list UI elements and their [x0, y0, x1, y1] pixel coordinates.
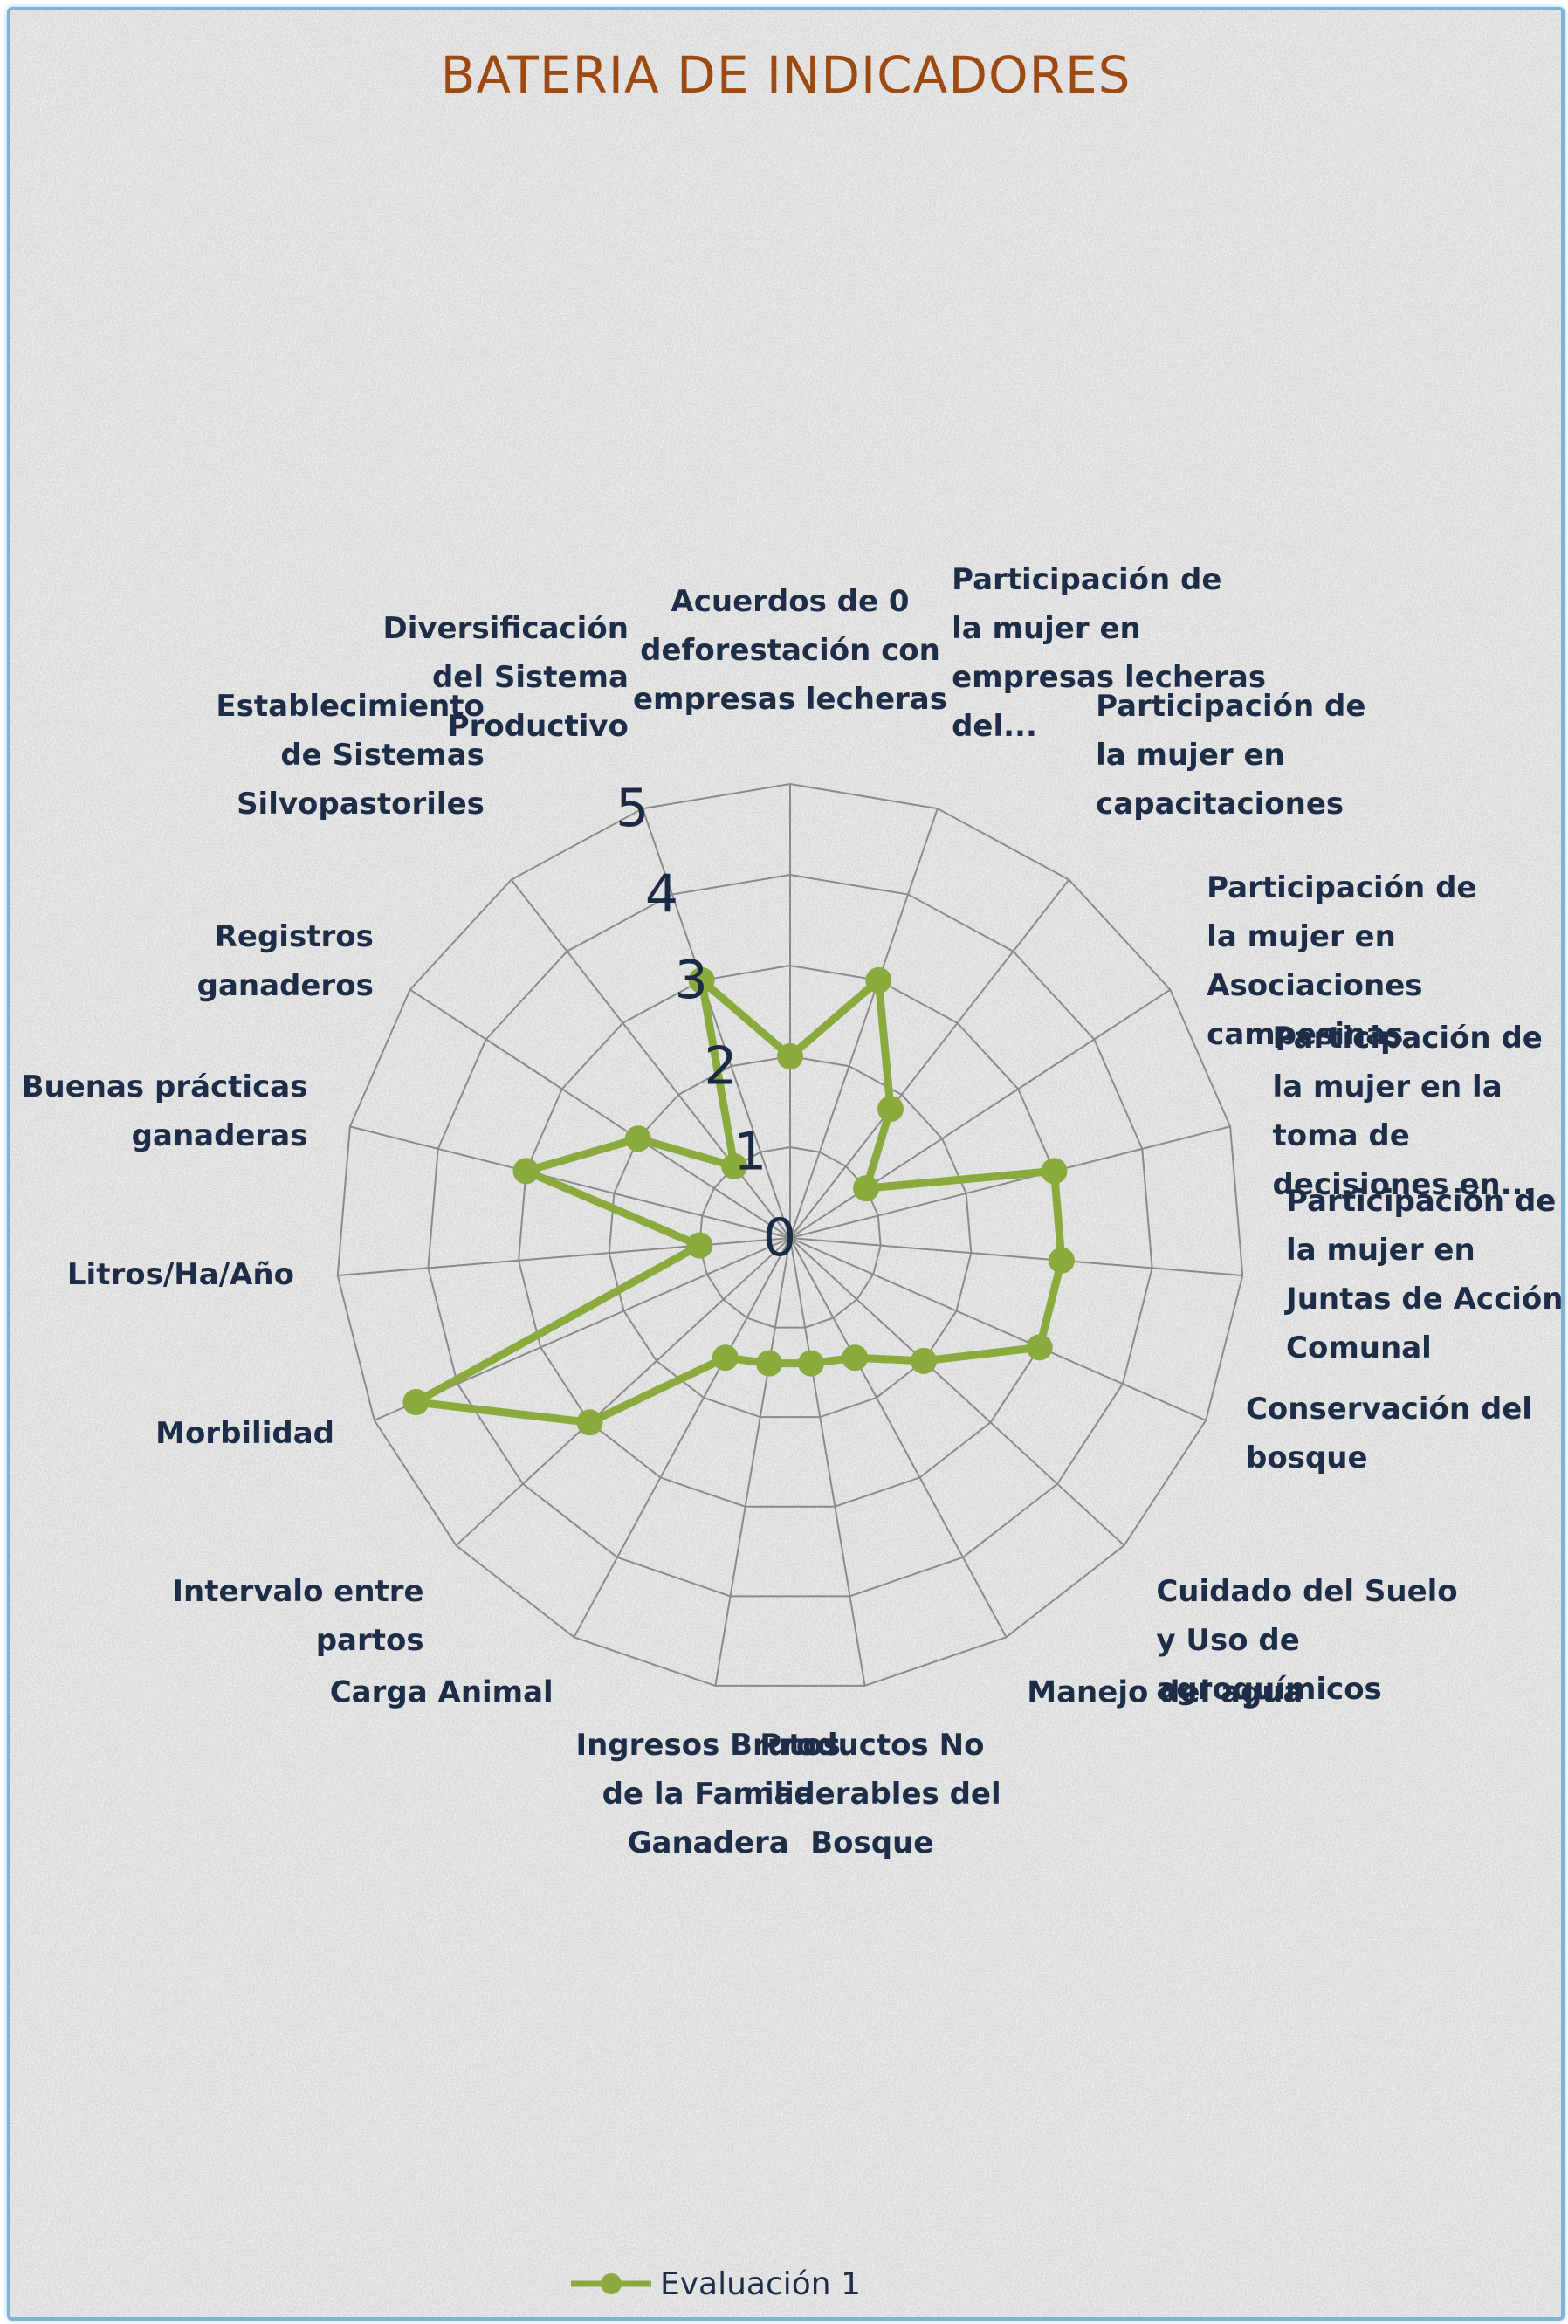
tick-label: 4 — [645, 864, 678, 925]
axis-spoke — [409, 988, 791, 1239]
axis-spoke — [789, 1237, 1008, 1638]
axis-label: Litros/Ha/Año — [67, 1257, 294, 1292]
data-point — [576, 1409, 603, 1436]
data-point — [712, 1344, 739, 1372]
legend-label: Evaluación 1 — [660, 2266, 861, 2302]
axis-spoke — [789, 1125, 1231, 1239]
data-point — [777, 1043, 803, 1069]
tick-label: 0 — [763, 1207, 796, 1269]
data-point — [686, 1232, 713, 1259]
axis-spoke — [789, 1237, 1207, 1421]
axis-spoke — [789, 808, 939, 1239]
axis-spoke — [789, 1237, 866, 1687]
data-point — [911, 1347, 938, 1374]
axis-spoke — [642, 808, 791, 1239]
tick-label: 1 — [733, 1122, 767, 1183]
axis-spoke — [714, 1237, 791, 1687]
axis-spoke — [789, 1237, 1125, 1546]
series-line — [411, 976, 1066, 1427]
data-point — [402, 1388, 430, 1415]
data-point — [721, 1152, 748, 1179]
axis-spoke — [337, 1237, 791, 1276]
axis-spoke — [455, 1237, 791, 1546]
axis-label: Carga Animal — [330, 1674, 554, 1709]
grid-ring — [336, 782, 1244, 1687]
axis-spoke — [789, 1237, 1243, 1276]
legend: Evaluación 1 — [569, 2265, 861, 2303]
axis-spoke — [510, 879, 791, 1239]
axis-label: Morbilidad — [155, 1416, 334, 1451]
data-point — [797, 1350, 824, 1377]
radar-grid — [336, 782, 1244, 1687]
data-point — [756, 1350, 783, 1377]
series-layer — [402, 966, 1075, 1436]
data-point — [865, 966, 892, 994]
data-point — [853, 1175, 880, 1202]
data-point — [842, 1344, 869, 1372]
legend-marker — [571, 2273, 651, 2294]
data-point — [624, 1125, 651, 1152]
tick-label: 5 — [616, 778, 649, 839]
data-point — [1026, 1334, 1053, 1361]
data-point — [1041, 1158, 1068, 1185]
axis-spoke — [789, 879, 1070, 1239]
chart-frame: BATERIA DE INDICADORES 0 1 2 3 4 5 Acuerdos d… — [7, 7, 1565, 2321]
data-point — [688, 966, 715, 994]
grid-ring — [427, 873, 1153, 1598]
data-point — [1048, 1247, 1075, 1274]
radial-tick-labels: 0 1 2 3 4 5 — [616, 778, 796, 1269]
background-texture — [10, 10, 1561, 2317]
data-point — [877, 1096, 904, 1123]
grid-ring — [518, 964, 1063, 1508]
chart-title: BATERIA DE INDICADORES — [440, 45, 1131, 105]
axis-spoke — [349, 1125, 791, 1239]
tick-label: 3 — [675, 950, 708, 1011]
data-point — [512, 1158, 540, 1185]
axis-label: Manejo del agua — [1027, 1674, 1303, 1709]
axis-spoke — [573, 1237, 791, 1638]
axis-spoke — [789, 988, 1171, 1239]
tick-label: 2 — [704, 1035, 737, 1097]
